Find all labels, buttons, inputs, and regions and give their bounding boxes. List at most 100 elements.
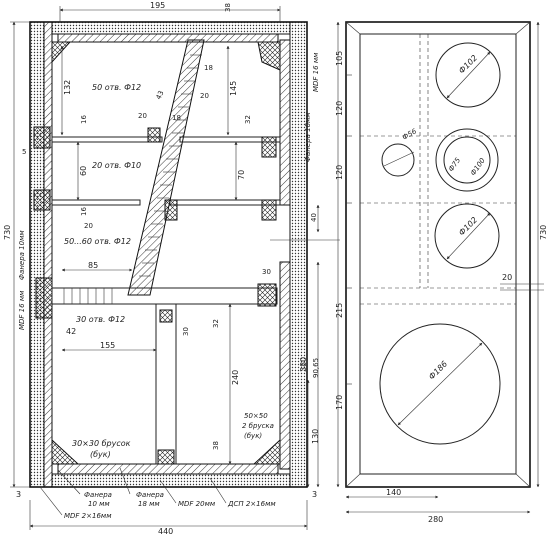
dim-20-c: 20 xyxy=(84,222,93,230)
dim-730-left: 730 xyxy=(3,225,12,240)
baffle-notch xyxy=(33,189,51,211)
label-bar30-sub: (бук) xyxy=(90,450,111,459)
dim-30-a: 30 xyxy=(262,268,271,276)
label-plywood10-right: Фанера 10мм xyxy=(304,112,312,162)
front-plywood xyxy=(43,21,53,488)
shelf-block xyxy=(257,283,277,307)
dim-132: 132 xyxy=(63,80,72,95)
divider-block xyxy=(159,309,173,323)
divider-block xyxy=(157,449,175,465)
bottom-panel xyxy=(51,473,291,488)
shelf xyxy=(51,136,163,143)
label-mdf20: MDF 20мм xyxy=(178,500,216,508)
dim-3-right: 3 xyxy=(312,490,317,499)
front-inner-bevel xyxy=(359,33,517,475)
dim-85: 85 xyxy=(88,261,98,270)
dim-215: 215 xyxy=(335,303,344,318)
shelf-block xyxy=(261,136,277,158)
label-hole-102-top: Ф102 xyxy=(457,53,479,75)
dim-38-top: 38 xyxy=(224,3,232,12)
hole-75 xyxy=(443,136,491,184)
slanted-damper xyxy=(127,39,205,296)
dim-20-b: 20 xyxy=(138,112,147,120)
dim-32-a: 32 xyxy=(244,115,252,124)
dim-140: 140 xyxy=(386,488,401,497)
dim-18-b: 18 xyxy=(172,114,181,122)
dim-3-left: 3 xyxy=(16,490,21,499)
top-plywood xyxy=(57,33,279,43)
dim-16-a: 16 xyxy=(80,115,88,124)
label-dsp: ДСП 2×16мм xyxy=(227,500,276,508)
dim-43: 43 xyxy=(155,89,166,100)
side-section-view: 195 38 132 18 18 20 20 43 145 32 16 16 2… xyxy=(3,1,340,536)
dim-120-b: 120 xyxy=(335,165,344,180)
dim-155: 155 xyxy=(100,341,115,350)
dim-42: 42 xyxy=(66,327,76,336)
corner-block xyxy=(257,41,281,71)
dim-40: 40 xyxy=(310,213,318,222)
front-view: 105 120 120 215 170 730 20 140 280 Ф102 … xyxy=(335,21,548,524)
dim-70: 70 xyxy=(237,170,246,180)
rear-plywood-top xyxy=(279,39,291,206)
dim-170: 170 xyxy=(335,395,344,410)
shelf-block xyxy=(261,199,277,221)
label-ply18-bot2: 18 мм xyxy=(138,500,160,508)
bottom-shelf-holes xyxy=(63,288,113,304)
front-hidden-lines xyxy=(360,34,516,305)
dim-130: 130 xyxy=(311,429,320,444)
dim-145: 145 xyxy=(229,81,238,96)
bottom-plywood xyxy=(57,463,279,475)
shelf-block xyxy=(164,199,178,221)
side-dimension-lines xyxy=(10,6,340,530)
shelf-block xyxy=(147,127,161,143)
shelf xyxy=(179,136,281,143)
label-hole-75: Ф75 xyxy=(447,156,462,173)
hole-100 xyxy=(435,128,499,192)
dim-16-b: 16 xyxy=(80,207,88,216)
label-bar50-sub2: (бук) xyxy=(244,432,262,440)
label-holes-50: 50 отв. Ф12 xyxy=(92,83,141,92)
dim-60: 60 xyxy=(79,166,88,176)
dim-32-b: 32 xyxy=(212,319,220,328)
dim-195: 195 xyxy=(150,1,165,10)
label-ply18-bot: Фанера xyxy=(136,491,164,499)
dim-18-a: 18 xyxy=(204,64,213,72)
label-mdf2x16: MDF 2×16мм xyxy=(64,512,112,520)
dim-30-b: 30 xyxy=(182,327,190,336)
label-holes-20: 20 отв. Ф10 xyxy=(92,161,141,170)
dim-440: 440 xyxy=(158,527,173,536)
corner-block xyxy=(35,277,53,319)
shelf xyxy=(51,199,141,206)
label-bar50-sub1: 2 бруска xyxy=(242,422,274,430)
rear-panel xyxy=(289,21,308,488)
dim-20-a: 20 xyxy=(200,92,209,100)
label-hole-56: Ф56 xyxy=(401,127,418,142)
dim-380: 380 xyxy=(299,357,308,372)
label-hole-100: Ф100 xyxy=(469,156,487,177)
label-bar50: 50×50 xyxy=(244,412,268,420)
label-mdf16-right: МDF 16 мм xyxy=(312,52,320,92)
rear-plywood-bottom xyxy=(279,261,291,470)
vertical-divider xyxy=(155,303,177,465)
bottom-shelf xyxy=(51,287,278,305)
label-plywood10-left: Фанера 10мм xyxy=(18,230,26,280)
front-baffle xyxy=(29,21,45,488)
label-ply10-bot2: 10 мм xyxy=(88,500,110,508)
label-holes-50-60: 50...60 отв. Ф12 xyxy=(64,237,131,246)
dim-730-right: 730 xyxy=(539,225,548,240)
hole-186 xyxy=(379,323,501,445)
label-hole-102-mid: Ф102 xyxy=(457,215,479,237)
dim-38-bot: 38 xyxy=(212,441,220,450)
hole-56 xyxy=(381,143,415,177)
label-mdf16-left: MDF 16 мм xyxy=(18,290,26,330)
label-bar30: 30×30 брусок xyxy=(72,439,131,448)
corner-block xyxy=(51,438,80,465)
front-outline xyxy=(345,21,531,488)
top-panel xyxy=(51,21,291,35)
label-ply10-bot: Фанера xyxy=(84,491,112,499)
hole-102-top xyxy=(435,42,501,108)
corner-block xyxy=(51,41,72,64)
front-dimension-lines xyxy=(336,21,544,514)
dim-20-front: 20 xyxy=(502,273,512,282)
